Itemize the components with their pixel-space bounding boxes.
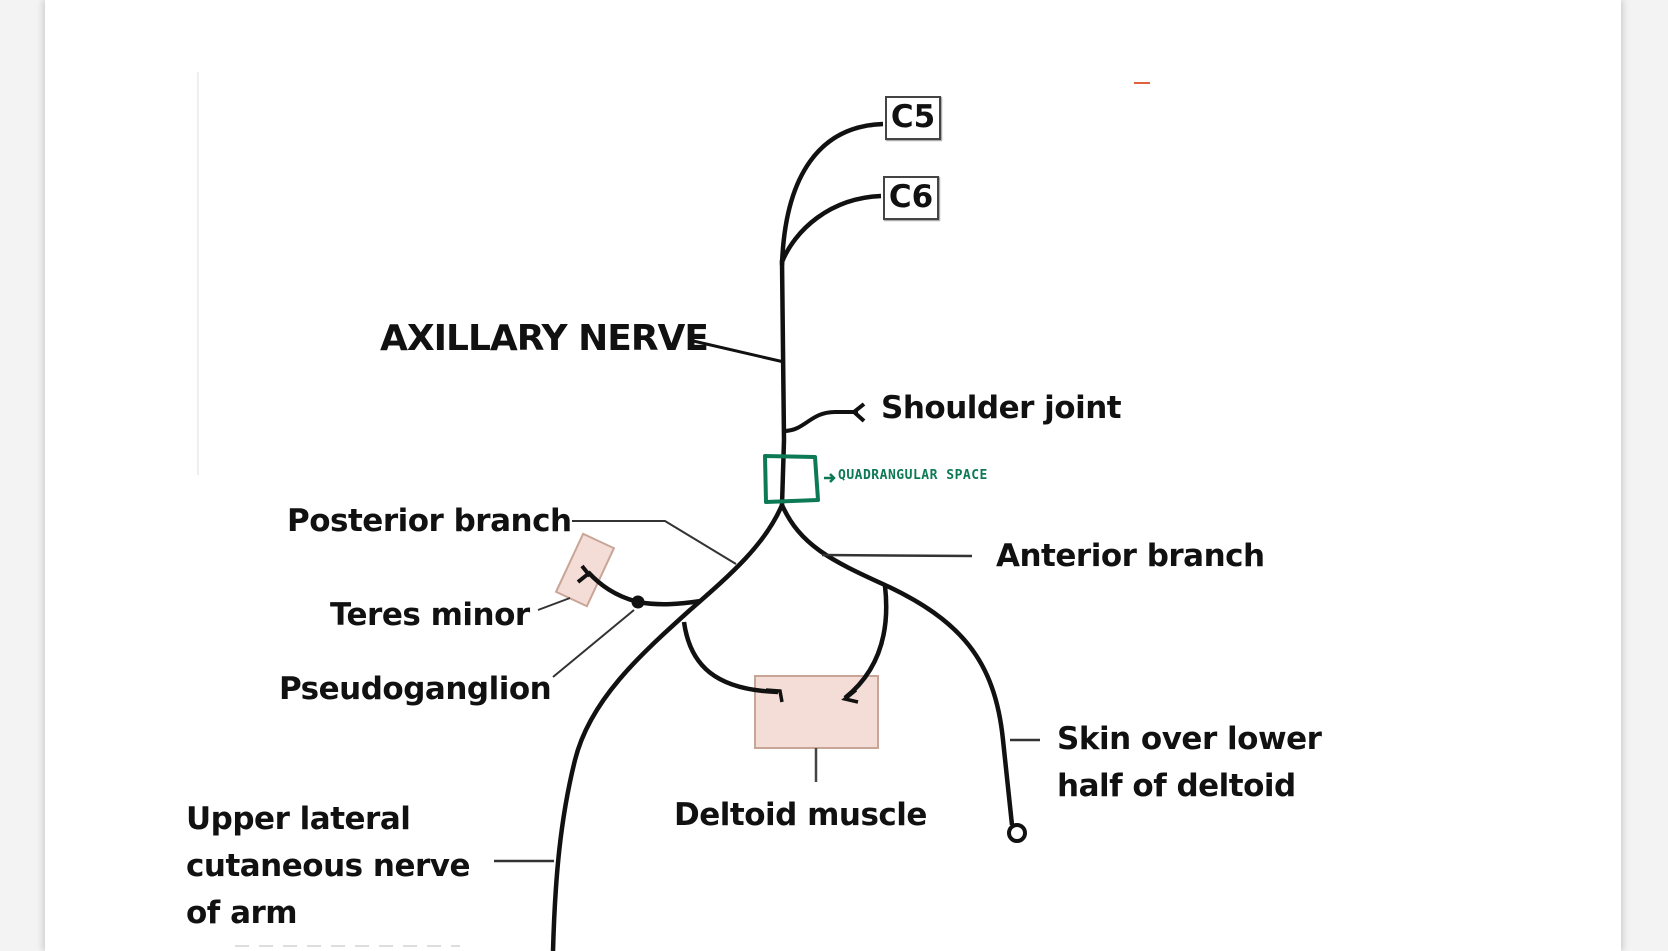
label-pseudoganglion: Pseudoganglion [279,671,552,707]
deltoid-ending-left [765,688,784,703]
label-skin-line2: half of deltoid [1057,768,1296,804]
quadrangular-space-box [763,454,820,504]
root-c6-box: C6 [883,176,939,220]
label-ulcn-line1: Upper lateral [186,801,411,837]
shoulder-joint-ending [850,402,866,423]
anterior-branch-pointer [821,553,973,558]
deltoid-ending-right [841,688,859,704]
label-ulcn-line2: cutaneous nerve [186,848,471,884]
label-deltoid-muscle: Deltoid muscle [674,797,927,833]
label-anterior-branch: Anterior branch [996,538,1265,574]
deltoid-nerve-posterior [681,621,779,695]
label-ulcn-line3: of arm [186,895,298,931]
title-pointer-line [688,338,785,364]
label-skin-line1: Skin over lower [1057,721,1322,757]
title-axillary-nerve: AXILLARY NERVE [380,318,709,359]
teres-minor-pointer [537,597,571,611]
label-teres-minor: Teres minor [330,597,530,633]
label-shoulder-joint: Shoulder joint [881,390,1122,426]
posterior-branch-nerve [550,504,785,951]
label-quadrangular-space: QUADRANGULAR SPACE [838,468,988,483]
shoulder-joint-branch [783,410,858,433]
anterior-branch-nerve [779,504,1015,826]
c6-root-nerve [779,193,882,263]
arrow-icon [824,473,836,483]
root-c5-box: C5 [885,96,941,140]
posterior-branch-pointer [572,520,737,565]
deltoid-nerve-anterior [843,585,889,700]
skin-ending-circle [1007,823,1027,843]
teres-minor-nerve [586,570,702,607]
c5-root-nerve [779,121,884,266]
pseudoganglion-dot [631,595,645,609]
label-posterior-branch: Posterior branch [287,503,572,539]
teres-minor-ending [576,564,592,584]
pseudoganglion-pointer [552,609,635,678]
axillary-nerve-trunk [779,259,787,506]
